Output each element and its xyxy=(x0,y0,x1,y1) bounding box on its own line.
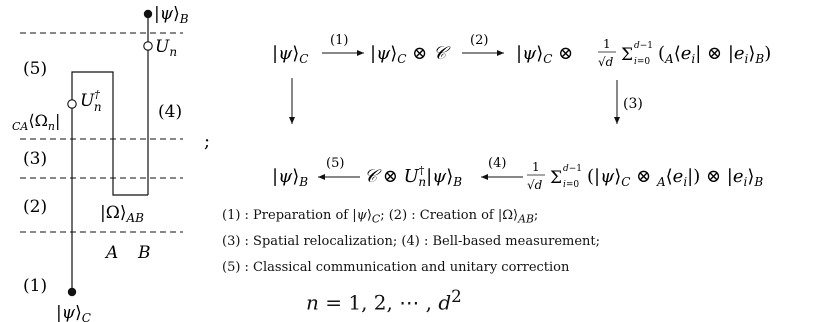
svg-text:1: 1 xyxy=(532,160,540,174)
stage-5: (5) xyxy=(23,59,47,79)
arrow-label-5: (5) xyxy=(326,156,344,171)
flow-psi-c: |ψ⟩C xyxy=(272,43,308,66)
omega-ab-loop xyxy=(71,71,148,196)
input-dot-c xyxy=(67,287,77,297)
caption-line-1-part-b: ; (2) : Creation of xyxy=(380,208,498,223)
svg-text:√d: √d xyxy=(527,178,543,192)
svg-text:i=0: i=0 xyxy=(563,180,579,190)
caption-omega-ab: |Ω⟩AB xyxy=(497,208,534,226)
svg-text:√d: √d xyxy=(598,55,614,69)
gate-u-n-dagger xyxy=(67,99,77,109)
svg-text:Σ: Σ xyxy=(550,168,562,188)
flow-corrected-state: 𝒞 ⊗ U†n|ψ⟩B xyxy=(364,164,462,189)
svg-text:(A⟨ei| ⊗ |ei⟩B): (A⟨ei| ⊗ |ei⟩B) xyxy=(658,43,771,66)
label-psi-c: |ψ⟩C xyxy=(56,303,91,322)
caption-line-1-part-a: (1) : Preparation of xyxy=(222,208,353,223)
arrow-label-4: (4) xyxy=(488,156,506,171)
caption-line-1: (1) : Preparation of |ψ⟩C; (2) : Creatio… xyxy=(222,208,538,226)
flow-measurement-expression: 1 √d Σ i=0 d−1 (|ψ⟩C ⊗ A⟨ei|) ⊗ |ei⟩B xyxy=(527,160,763,192)
flow-psi-b: |ψ⟩B xyxy=(272,166,308,189)
n-range: n = 1, 2, ⋯ , d2 xyxy=(306,287,462,315)
caption-line-3: (5) : Classical communication and unitar… xyxy=(222,260,570,275)
circuit-diagram: |ψ⟩B Un U†n CA⟨Ωn| |Ω⟩AB A B |ψ⟩C (5) (4… xyxy=(12,4,189,322)
svg-text:(|ψ⟩C ⊗ A⟨ei|) ⊗ |ei⟩B: (|ψ⟩C ⊗ A⟨ei|) ⊗ |ei⟩B xyxy=(587,166,763,189)
label-omega-bra: CA⟨Ωn| xyxy=(12,111,60,133)
flow-psi-c-otimes-c: |ψ⟩C ⊗ 𝒞 xyxy=(370,43,451,66)
svg-text:|ψ⟩C ⊗: |ψ⟩C ⊗ xyxy=(516,43,573,66)
caption-line-1-part-c: ; xyxy=(533,208,539,223)
caption-psi-c: |ψ⟩C xyxy=(352,208,381,226)
arrow-label-3: (3) xyxy=(623,96,643,112)
flow-entangled-expression: |ψ⟩C ⊗ 1 √d Σ i=0 d−1 (A⟨ei| ⊗ |ei⟩B) xyxy=(516,37,771,69)
separator-semicolon: ; xyxy=(204,131,210,152)
label-psi-b: |ψ⟩B xyxy=(154,4,189,26)
stage-4: (4) xyxy=(158,102,182,122)
svg-text:d−1: d−1 xyxy=(563,164,582,174)
label-u-n: Un xyxy=(155,37,177,59)
stage-3: (3) xyxy=(23,149,47,169)
label-wire-b: B xyxy=(137,243,151,263)
svg-text:1: 1 xyxy=(603,37,611,51)
gate-u-n xyxy=(143,41,153,51)
output-dot-b xyxy=(143,9,153,19)
label-u-n-dagger: U†n xyxy=(80,88,102,114)
label-wire-a: A xyxy=(104,243,118,263)
stage-2: (2) xyxy=(23,197,47,217)
stage-1: (1) xyxy=(23,276,47,296)
svg-text:d−1: d−1 xyxy=(634,41,653,51)
svg-text:Σ: Σ xyxy=(621,45,633,65)
arrow-label-1: (1) xyxy=(330,33,348,48)
caption-line-2: (3) : Spatial relocalization; (4) : Bell… xyxy=(222,234,601,249)
svg-text:i=0: i=0 xyxy=(634,57,650,67)
arrow-label-2: (2) xyxy=(470,33,488,48)
flow-diagram: |ψ⟩C (1) |ψ⟩C ⊗ 𝒞 (2) |ψ⟩C ⊗ 1 √d Σ i=0 … xyxy=(272,33,771,192)
label-omega-ab: |Ω⟩AB xyxy=(100,203,144,225)
